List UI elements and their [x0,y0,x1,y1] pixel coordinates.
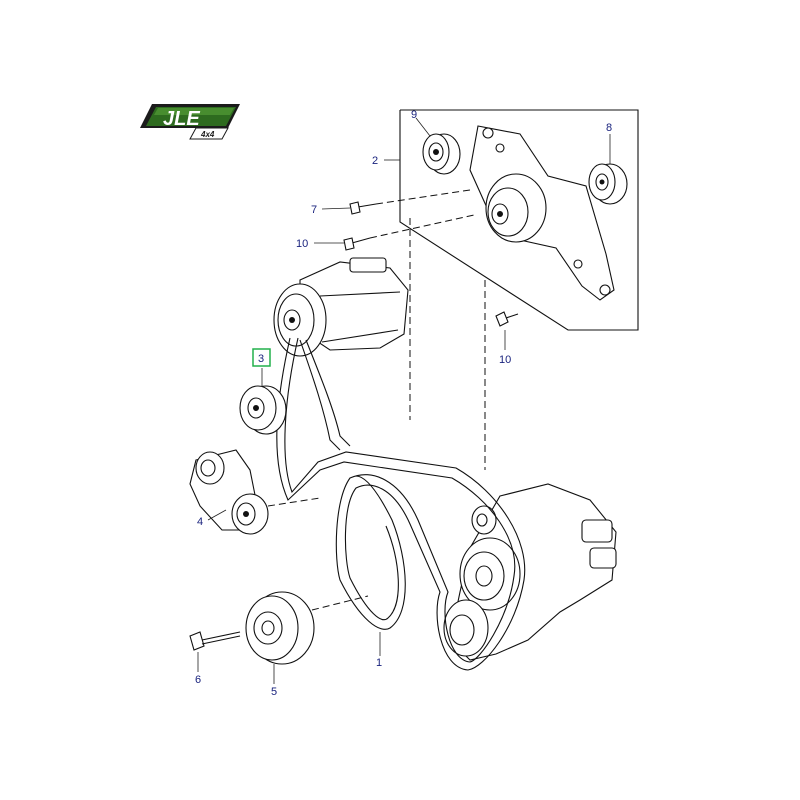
callout-5[interactable]: 5 [271,686,277,698]
callout-4[interactable]: 4 [197,516,203,528]
drive-belt [276,337,526,671]
jle-logo[interactable]: JLE 4x4 [140,104,240,140]
highlight-box [252,348,271,367]
callout-2[interactable]: 2 [372,155,378,167]
idler-pulley-3 [239,385,287,435]
idler-pulley-9 [422,133,461,175]
logo-subtext: 4x4 [200,130,215,139]
crankshaft-pulley-5 [245,591,369,665]
callout-8[interactable]: 8 [606,122,612,134]
idler-pulley-8 [588,163,628,205]
callout-3[interactable]: 3 [258,353,264,365]
leader-lines [197,117,611,684]
ac-compressor [273,257,409,357]
logo-text: JLE [163,108,200,130]
bolt-10-upper [343,214,475,251]
bracket-pulley [485,173,547,243]
callout-10-upper[interactable]: 10 [296,238,308,250]
callout-10-right[interactable]: 10 [499,354,511,366]
bolt-6 [189,631,241,651]
callout-9[interactable]: 9 [411,109,417,121]
water-pump-housing [443,483,617,661]
bolt-10-right [495,311,519,327]
bolt-7 [349,189,471,215]
callouts: 2 9 8 7 10 10 3 4 1 5 6 [195,109,612,698]
callout-6[interactable]: 6 [195,674,201,686]
callout-7[interactable]: 7 [311,204,317,216]
bracket-frame [399,109,639,470]
belt-tensioner-4 [189,449,321,535]
callout-1[interactable]: 1 [376,657,382,669]
